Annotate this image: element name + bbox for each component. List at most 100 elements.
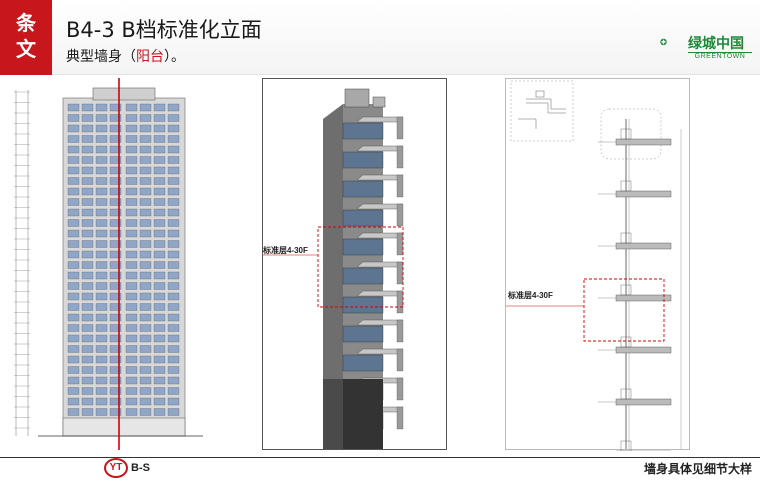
elevation-window <box>167 313 180 322</box>
elevation-window <box>67 324 80 332</box>
elevation-window <box>67 114 80 122</box>
elevation-window <box>125 156 138 164</box>
elevation-window <box>139 156 152 164</box>
elevation-window <box>95 397 108 406</box>
elevation-window <box>109 166 122 175</box>
section-slab <box>615 294 672 302</box>
elevation-window <box>67 208 80 217</box>
elevation-window <box>125 135 138 143</box>
elevation-window <box>153 324 166 332</box>
axonometric-balcony-rail <box>396 377 404 401</box>
elevation-window <box>67 313 80 322</box>
section-node <box>620 284 632 296</box>
elevation-window <box>67 303 80 311</box>
elevation-window <box>139 240 152 248</box>
elevation-window <box>67 198 80 206</box>
axis-label: B-S <box>131 462 150 474</box>
section-drawing <box>506 80 682 458</box>
page-title: B4-3 B档标准化立面 <box>66 18 262 42</box>
elevation-window <box>109 145 122 154</box>
axonometric-window <box>342 354 384 372</box>
logo-sub: GREENTOWN <box>688 52 752 62</box>
elevation-window <box>139 271 152 280</box>
elevation-window <box>139 229 152 238</box>
elevation-window <box>125 376 138 385</box>
elevation-window <box>95 166 108 175</box>
axonometric-window <box>342 209 384 227</box>
elevation-window <box>139 103 152 112</box>
elevation-window <box>125 292 138 301</box>
elevation-window <box>167 156 180 164</box>
elevation-window <box>125 345 138 353</box>
axonometric-balcony-rail <box>396 261 404 285</box>
page-subtitle: 典型墙身（阳台）。 <box>66 46 185 66</box>
elevation-window <box>109 187 122 196</box>
elevation-window <box>81 355 94 364</box>
section-slab <box>615 346 672 354</box>
elevation-window <box>95 145 108 154</box>
elevation-window <box>109 355 122 364</box>
section-node <box>620 128 632 140</box>
elevation-window <box>67 334 80 343</box>
elevation-window <box>95 177 108 185</box>
elevation-window <box>81 240 94 248</box>
elevation-window <box>139 282 152 290</box>
elevation-window <box>109 366 122 374</box>
elevation-window <box>67 355 80 364</box>
elevation-window <box>139 292 152 301</box>
elevation-window <box>139 303 152 311</box>
elevation-window <box>139 313 152 322</box>
elevation-window <box>139 387 152 395</box>
elevation-window <box>167 135 180 143</box>
axonometric-balcony-slab <box>356 116 404 123</box>
elevation-window <box>139 124 152 133</box>
elevation-window <box>167 324 180 332</box>
axonometric-balcony-rail <box>396 203 404 227</box>
elevation-window <box>95 376 108 385</box>
elevation-window <box>81 376 94 385</box>
elevation-window <box>67 135 80 143</box>
elevation-window <box>81 387 94 395</box>
elevation-window <box>109 271 122 280</box>
elevation-window <box>95 103 108 112</box>
elevation-window <box>125 114 138 122</box>
elevation-window <box>139 187 152 196</box>
elevation-window <box>95 324 108 332</box>
elevation-window <box>167 376 180 385</box>
elevation-window <box>109 135 122 143</box>
elevation-window <box>67 282 80 290</box>
elevation-window <box>95 345 108 353</box>
elevation-window <box>125 408 138 416</box>
elevation-window <box>81 408 94 416</box>
elevation-window <box>153 103 166 112</box>
elevation-window <box>153 397 166 406</box>
elevation-window <box>81 261 94 269</box>
section-slab <box>615 138 672 146</box>
elevation-window <box>167 229 180 238</box>
axonometric-window <box>342 122 384 140</box>
elevation-window <box>167 397 180 406</box>
axonometric-balcony-slab <box>356 261 404 268</box>
elevation-window <box>109 177 122 185</box>
elevation-window <box>139 114 152 122</box>
axonometric-floor-label: 标准层4-30F <box>263 246 308 255</box>
elevation-window <box>81 198 94 206</box>
elevation-window <box>139 261 152 269</box>
axonometric-balcony-rail <box>396 290 404 314</box>
elevation-window <box>125 334 138 343</box>
elevation-window <box>153 334 166 343</box>
elevation-window <box>95 187 108 196</box>
elevation-window <box>95 208 108 217</box>
elevation-window <box>95 198 108 206</box>
elevation-window <box>95 408 108 416</box>
elevation-drawing <box>14 78 203 450</box>
elevation-window <box>95 271 108 280</box>
elevation-window <box>81 271 94 280</box>
elevation-window <box>139 376 152 385</box>
elevation-window <box>81 229 94 238</box>
elevation-window <box>67 387 80 395</box>
elevation-window <box>139 219 152 227</box>
elevation-window <box>139 198 152 206</box>
elevation-window <box>81 324 94 332</box>
elevation-window <box>167 303 180 311</box>
